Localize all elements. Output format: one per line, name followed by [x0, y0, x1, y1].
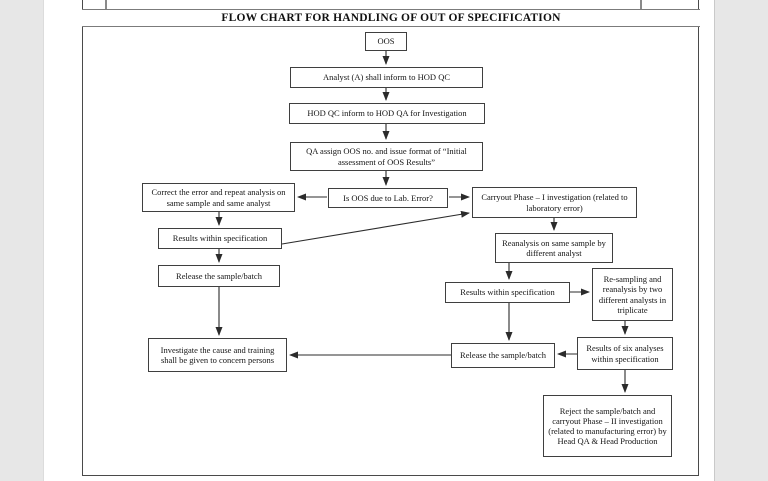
- flow-node-release-batch-left: Release the sample/batch: [158, 265, 280, 287]
- flow-node-hod-qc-inform: HOD QC inform to HOD QA for Investigatio…: [289, 103, 485, 124]
- flowchart-title: FLOW CHART FOR HANDLING OF OUT OF SPECIF…: [82, 9, 700, 27]
- flow-node-decision-lab-error: Is OOS due to Lab. Error?: [328, 188, 448, 208]
- flow-node-release-batch-right: Release the sample/batch: [451, 343, 555, 368]
- flowchart-title-text: FLOW CHART FOR HANDLING OF OUT OF SPECIF…: [221, 12, 561, 24]
- flow-node-reject-phase2: Reject the sample/batch and carryout Pha…: [543, 395, 672, 457]
- flow-node-resampling-triplicate: Re-sampling and reanalysis by two differ…: [592, 268, 673, 321]
- flow-node-correct-error: Correct the error and repeat analysis on…: [142, 183, 295, 212]
- flow-node-six-analyses-within-spec: Results of six analyses within specifica…: [577, 337, 673, 370]
- flow-node-results-within-spec-left: Results within specification: [158, 228, 282, 249]
- table-grid-stub-right: [640, 0, 642, 9]
- flow-node-qa-assign: QA assign OOS no. and issue format of “I…: [290, 142, 483, 171]
- flowchart-outer-border: [82, 0, 699, 476]
- flow-node-oos: OOS: [365, 32, 407, 51]
- flow-node-analyst-inform: Analyst (A) shall inform to HOD QC: [290, 67, 483, 88]
- table-grid-stub-left: [105, 0, 107, 9]
- flow-node-results-within-spec-right: Results within specification: [445, 282, 570, 303]
- flow-node-carryout-phase1: Carryout Phase – I investigation (relate…: [472, 187, 637, 218]
- flow-node-reanalysis-same-sample: Reanalysis on same sample by different a…: [495, 233, 613, 263]
- flow-node-investigate-cause: Investigate the cause and training shall…: [148, 338, 287, 372]
